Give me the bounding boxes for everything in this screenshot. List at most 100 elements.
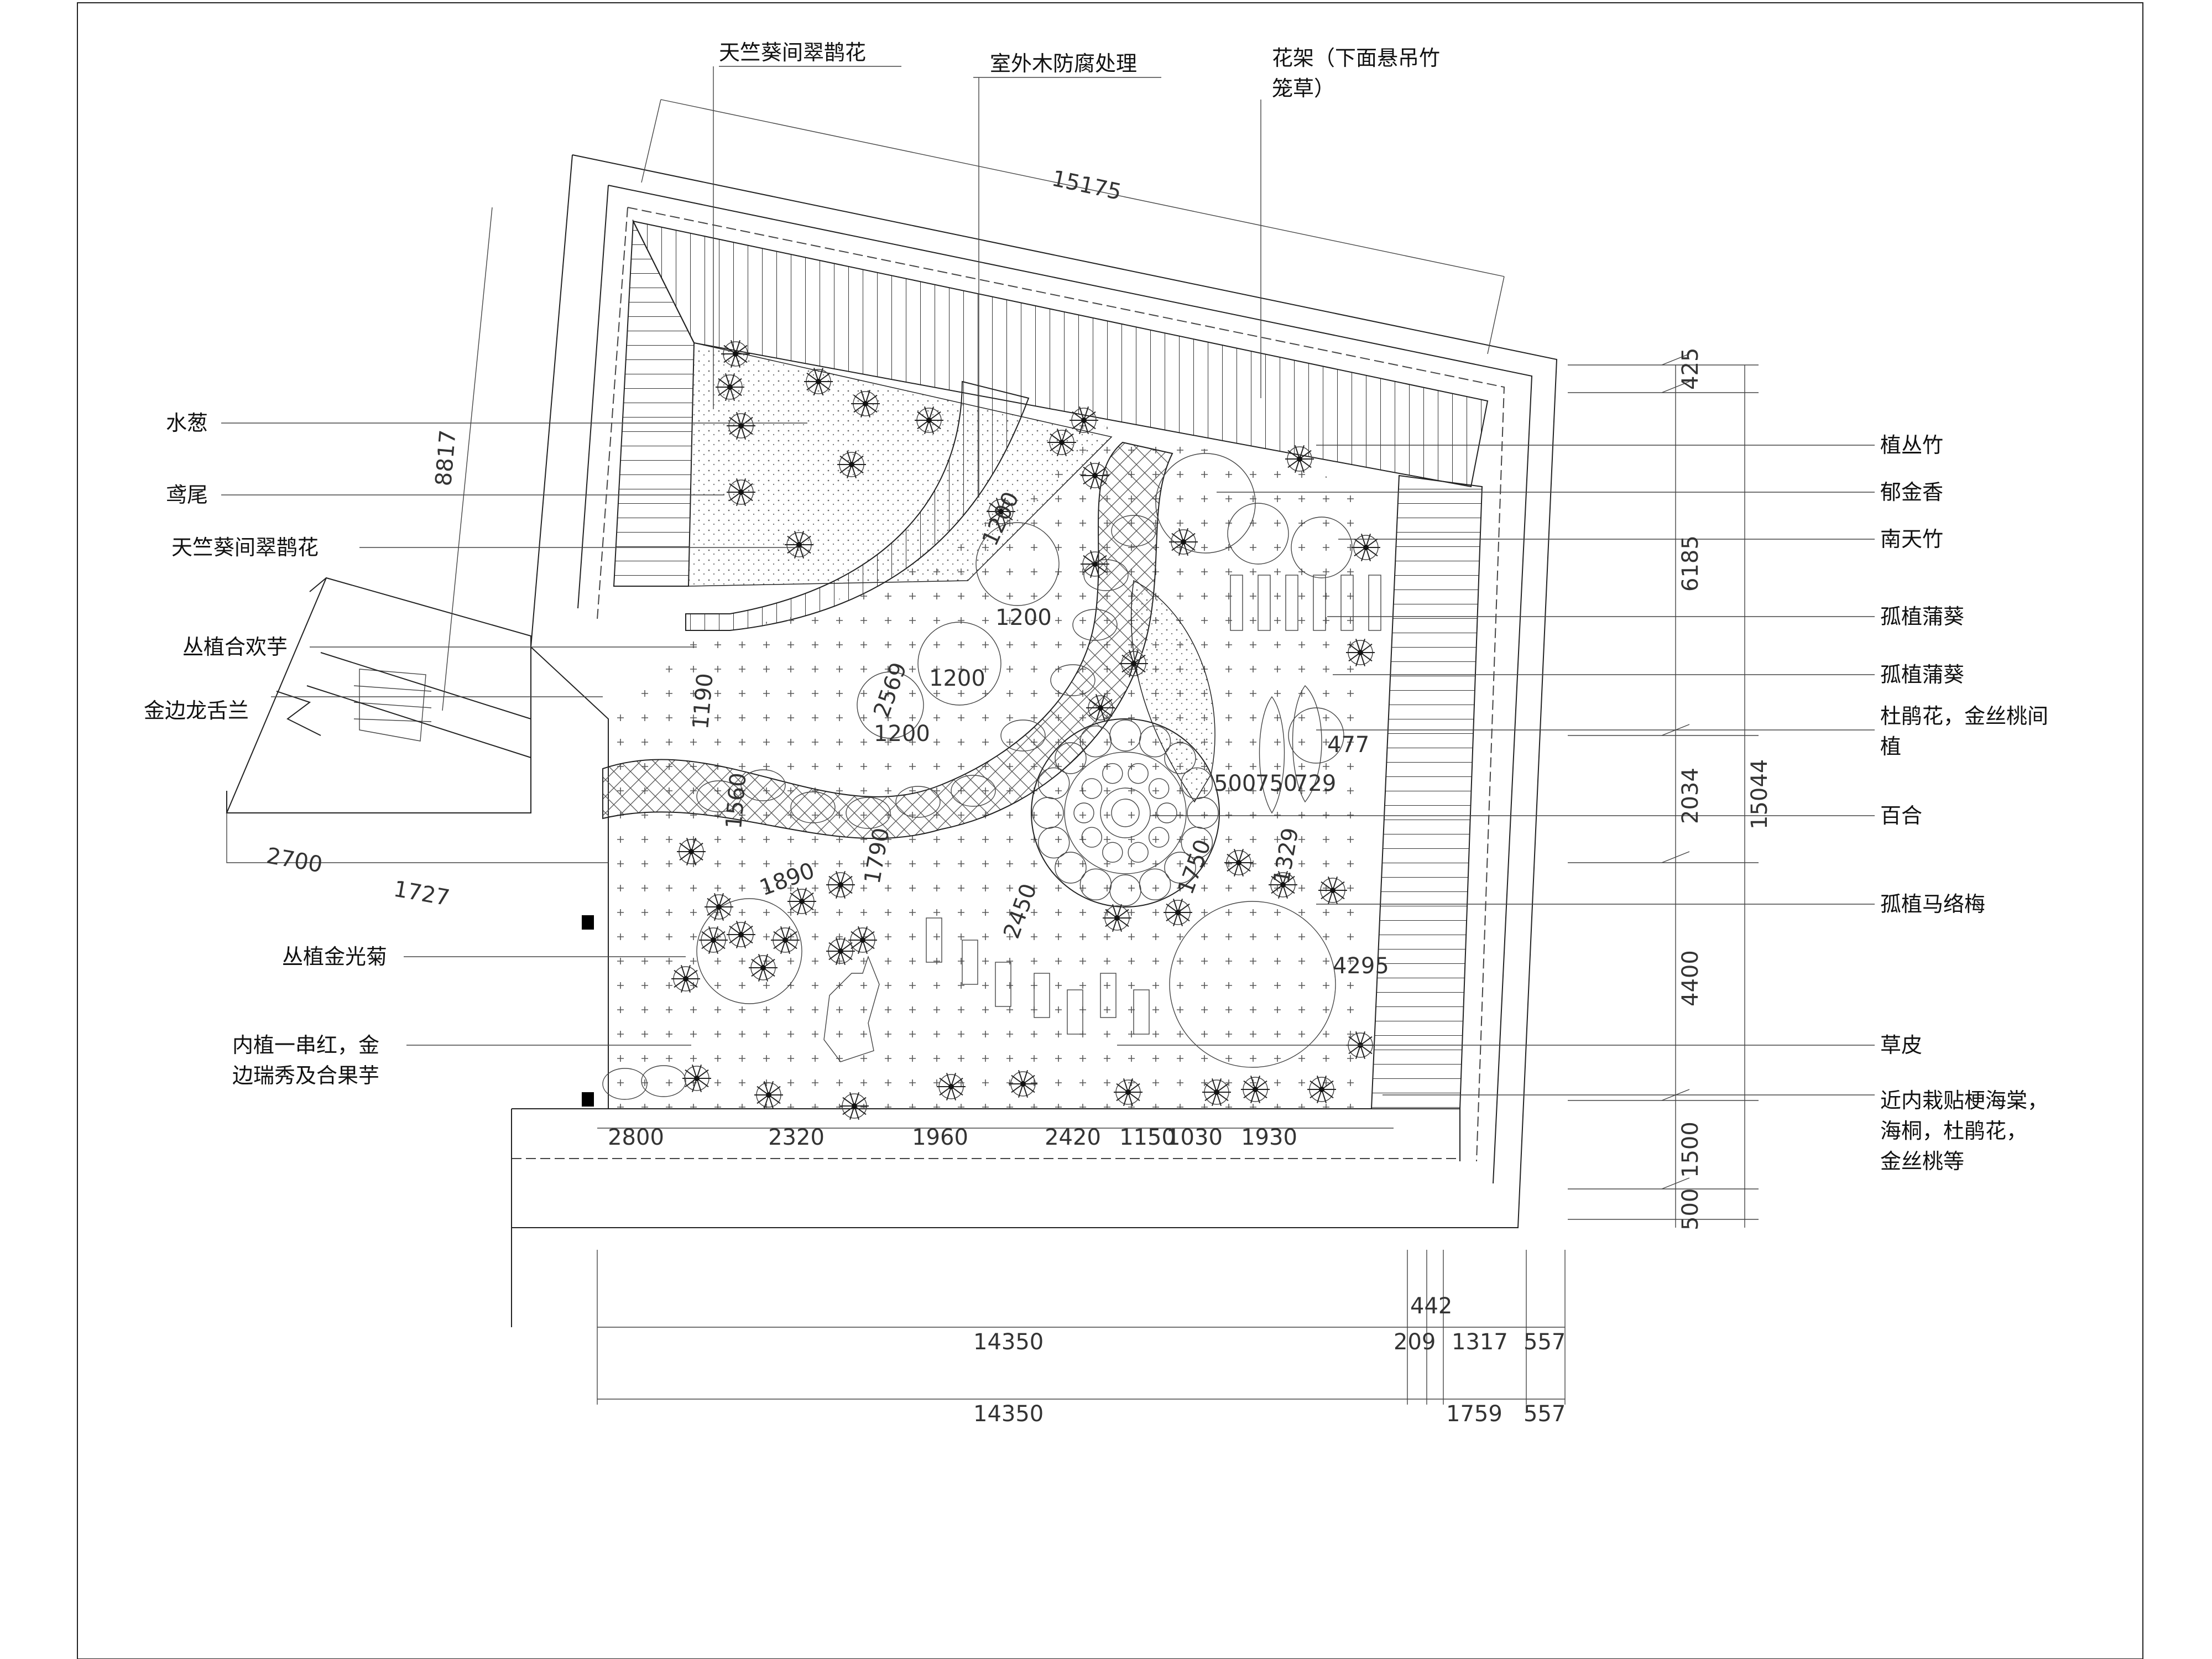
dimension-lines <box>226 99 1759 1405</box>
shrub <box>1318 876 1347 905</box>
shrub <box>1202 1078 1231 1107</box>
circular-feature-ring <box>1032 719 1219 906</box>
sheet-border <box>77 2 2143 1659</box>
hedge-shrub <box>1050 664 1095 696</box>
dim-inner-value: 729 <box>1294 771 1336 796</box>
label-haitang-1: 近内栽贴梗海棠， <box>1880 1088 2048 1113</box>
dim-1759: 1759 <box>1446 1401 1503 1427</box>
hedge-shrub <box>790 791 836 823</box>
shrub <box>749 953 778 982</box>
shrub <box>716 373 744 401</box>
shrub <box>1081 461 1109 490</box>
label-pukui-2: 孤植蒲葵 <box>1880 662 1964 687</box>
tree-canopies <box>696 453 1353 1068</box>
shrub <box>1103 904 1131 932</box>
dim-top: 15175 <box>1050 166 1124 205</box>
dim-557-b: 557 <box>1524 1401 1566 1427</box>
shrub <box>677 837 706 866</box>
shrub <box>787 887 816 916</box>
dim-inner-value: 1200 <box>874 721 930 747</box>
hedge-shrub <box>1111 515 1156 547</box>
hedge-shrub <box>602 1068 648 1100</box>
dim-bottom-value: 2800 <box>608 1125 664 1150</box>
dim-total-1: 14350 <box>973 1329 1044 1355</box>
label-yichuanhong-1: 内植一串红，金 <box>232 1033 379 1057</box>
shrub <box>1114 1078 1142 1107</box>
label-huajia-1: 花架（下面悬吊竹 <box>1272 46 1440 70</box>
ring-stone <box>1128 842 1149 863</box>
label-shuicong: 水葱 <box>166 411 208 435</box>
dim-inner-value: 1560 <box>721 771 752 830</box>
shrub <box>837 450 866 479</box>
ring-stone <box>1128 763 1149 784</box>
dim-total-2: 14350 <box>973 1401 1044 1427</box>
shrub <box>915 406 943 435</box>
dim-stair-2: 1727 <box>392 877 451 911</box>
ring-stone <box>1181 826 1213 859</box>
dim-inner-value: 500 <box>1214 771 1256 796</box>
label-huajia-2: 笼草） <box>1272 76 1335 101</box>
ring-stone <box>1156 802 1177 823</box>
shrub <box>727 411 755 440</box>
ring-stone <box>1079 868 1112 901</box>
ring-stone <box>1139 725 1171 758</box>
stepping-stones <box>823 575 1381 1062</box>
shrub <box>1285 445 1314 473</box>
label-baihe: 百合 <box>1880 804 1922 828</box>
shrub <box>1070 406 1098 435</box>
dim-inner-value: 4295 <box>1333 953 1389 979</box>
stone-path <box>1130 580 1215 803</box>
ring-stone <box>1164 742 1196 774</box>
pillar <box>582 1092 594 1107</box>
hedge-shrub <box>951 775 996 807</box>
ring-stone <box>1073 802 1094 823</box>
shrub <box>1009 1070 1037 1098</box>
label-yichuanhong-2: 边瑞秀及合果芋 <box>232 1063 379 1088</box>
shrub <box>987 497 1015 526</box>
hedge-shrub <box>846 797 891 829</box>
stair-block <box>226 577 531 813</box>
dim-inner-value: 750 <box>1255 771 1297 796</box>
shrub <box>771 926 800 954</box>
dim-right-500: 500 <box>1678 1188 1703 1230</box>
shrub <box>705 893 733 921</box>
shrub <box>1086 693 1115 722</box>
ring-stone <box>1081 827 1103 848</box>
dim-inner-value: 1200 <box>929 666 985 691</box>
shrub <box>1164 898 1192 927</box>
shrub <box>848 926 877 954</box>
deck-right <box>1370 474 1483 1109</box>
dim-bottom-value: 1960 <box>912 1125 968 1150</box>
ring-stone <box>1102 763 1123 784</box>
label-pukui-1: 孤植蒲葵 <box>1880 604 1964 629</box>
shrub <box>1346 638 1375 667</box>
label-nantianzhu: 南天竹 <box>1880 527 1943 551</box>
dim-bottom-value: 1930 <box>1241 1125 1297 1150</box>
dim-bottom-value: 2320 <box>768 1125 825 1150</box>
leader-lines <box>221 66 1875 1095</box>
hedge-shrub <box>1000 719 1046 752</box>
pillar <box>582 915 594 930</box>
shrub <box>1119 649 1148 678</box>
dim-right-4400: 4400 <box>1678 950 1703 1006</box>
dim-left: 8817 <box>431 429 461 487</box>
shrub <box>826 870 855 899</box>
shrub <box>1269 870 1297 899</box>
shrub <box>785 530 813 559</box>
dim-right-2034: 2034 <box>1678 768 1703 824</box>
label-jinguangju: 丛植金光菊 <box>282 945 387 969</box>
shrub <box>721 340 750 368</box>
dim-right-15044: 15044 <box>1747 759 1772 830</box>
dim-557-a: 557 <box>1524 1329 1566 1355</box>
ring-stone <box>1148 827 1170 848</box>
label-hehuanyu: 丛植合欢芋 <box>182 635 288 659</box>
dim-1317: 1317 <box>1452 1329 1508 1355</box>
dim-inner-value: 1190 <box>688 672 718 730</box>
label-tianzhukui-top: 天竺葵间翠鹊花 <box>719 40 866 65</box>
label-haitang-2: 海桐，杜鹃花， <box>1880 1119 2027 1143</box>
shrub <box>754 1081 783 1109</box>
dim-209: 209 <box>1394 1329 1436 1355</box>
dim-442: 442 <box>1410 1293 1452 1319</box>
shrub <box>826 937 855 966</box>
dim-stair-1: 2700 <box>264 843 324 878</box>
